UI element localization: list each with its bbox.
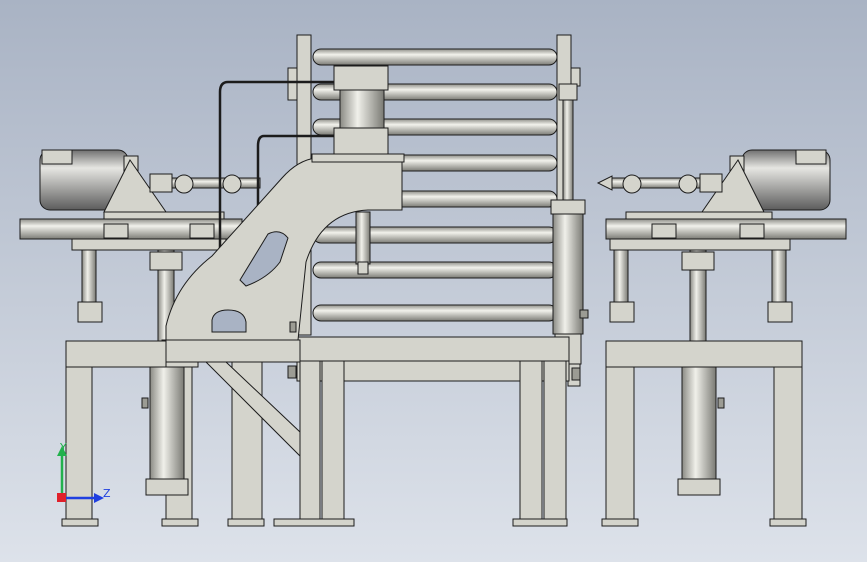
slide-cylinder-right <box>605 218 847 240</box>
press-cylinder-mid <box>333 127 389 155</box>
bed-rail <box>296 360 570 382</box>
bearing-left-b <box>222 174 242 194</box>
lift-barrel-right <box>681 366 717 480</box>
shaft-left <box>171 177 261 189</box>
lift-rod-left-a <box>81 249 97 303</box>
station-leg-right-b <box>773 366 803 522</box>
carriage-plate-right <box>609 238 791 251</box>
press-tool <box>357 261 369 275</box>
strut-foot <box>227 518 265 527</box>
press-ram <box>355 211 371 265</box>
fasteners <box>141 309 725 409</box>
view-orientation-triad[interactable]: Y Z <box>57 441 111 503</box>
bearing-left-a <box>174 174 194 194</box>
coupling-left <box>149 173 173 193</box>
z-axis-arrowhead <box>94 493 104 503</box>
roller <box>312 226 558 244</box>
lift-rod-right-a <box>613 249 629 303</box>
slide-block-left-b <box>189 223 215 239</box>
center-leg-left-inner <box>321 360 345 522</box>
pneumatic-line <box>218 80 336 262</box>
slide-block-right-b <box>739 223 765 239</box>
cylinder-rod <box>562 99 574 201</box>
station-foot-right-b <box>769 518 807 527</box>
station-foot-left-a <box>61 518 99 527</box>
carriage-plate-left <box>71 238 227 251</box>
center-leg-left <box>299 360 321 522</box>
lift-head-left-b <box>149 251 183 271</box>
bearing-right-b <box>678 174 698 194</box>
lift-barrel-left <box>149 366 185 480</box>
lift-cap-right-a <box>609 301 635 323</box>
lift-head-right-b <box>681 251 715 271</box>
bearing-right-a <box>622 174 642 194</box>
coupling-right <box>699 173 723 193</box>
lift-cap-left-a <box>77 301 103 323</box>
slide-block-left-a <box>103 223 129 239</box>
rack-bracket-right <box>570 67 581 87</box>
lift-base-right <box>677 478 721 496</box>
cylinder-mount <box>558 83 578 101</box>
station-foot-left-b <box>161 518 199 527</box>
center-foot-right <box>512 518 568 527</box>
c-frame-notch <box>211 309 247 333</box>
station-leg-right-a <box>605 366 635 522</box>
cylinder-cap <box>550 199 586 215</box>
center-leg-right <box>543 360 567 522</box>
press-plate <box>311 153 405 163</box>
y-axis-arrowhead <box>57 446 67 456</box>
right-station[interactable] <box>596 149 847 527</box>
rack-bracket-left <box>287 67 298 101</box>
center-leg-right-inner <box>519 360 543 522</box>
lift-cap-right-c <box>767 301 793 323</box>
left-arm-plate <box>65 340 167 368</box>
roller <box>312 48 558 66</box>
x-axis-marker <box>57 493 66 502</box>
lift-base-left <box>145 478 189 496</box>
motor-terminal-box-right <box>795 149 827 165</box>
y-axis-label: Y <box>59 441 67 454</box>
cylinder-barrel <box>552 213 584 335</box>
c-frame-press[interactable] <box>65 65 405 368</box>
slide-block-right-a <box>651 223 677 239</box>
press-cylinder-top <box>333 65 389 91</box>
c-frame-window <box>239 231 289 287</box>
pneumatic-line-2 <box>256 134 336 266</box>
press-cylinder-barrel <box>339 89 385 131</box>
lift-rod-right-c <box>771 249 787 303</box>
roller <box>312 304 558 322</box>
center-base-frame[interactable] <box>204 336 570 527</box>
tool-tip-right <box>596 175 613 191</box>
motor-terminal-box-left <box>41 149 73 165</box>
center-foot-left <box>273 518 355 527</box>
station-foot-right-a <box>601 518 639 527</box>
right-vertical-cylinder[interactable] <box>550 83 586 387</box>
station-top-right <box>605 340 803 368</box>
roller <box>312 261 558 279</box>
frame-base <box>161 339 301 363</box>
z-axis-label: Z <box>103 487 111 500</box>
bed-plate <box>296 336 570 362</box>
